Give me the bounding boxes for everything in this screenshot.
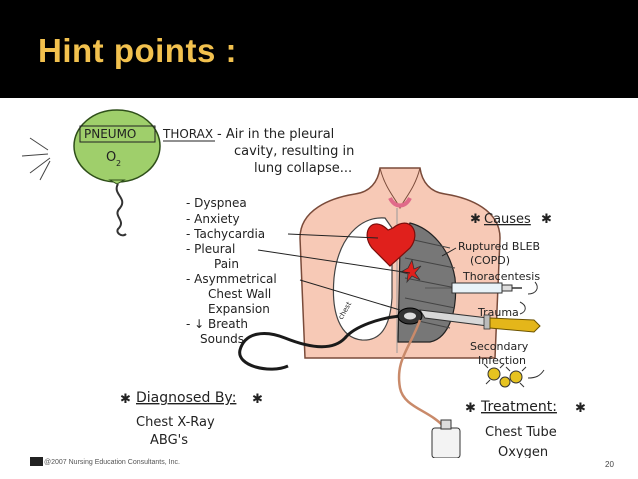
treatment-1: Chest Tube	[485, 425, 557, 440]
footer-copyright: @2007 Nursing Education Consultants, Inc…	[44, 459, 180, 466]
cause-6: Infection	[478, 354, 526, 367]
symptom-10: Sounds	[200, 332, 244, 346]
diagnosed-star-left: ✱	[120, 392, 131, 407]
symptom-6: - Asymmetrical	[186, 272, 277, 286]
publisher-logo	[30, 457, 43, 466]
causes-star-right: ✱	[541, 212, 552, 227]
cause-5: Secondary	[470, 340, 529, 353]
diagnosed-star-right: ✱	[252, 392, 263, 407]
treatment-star-right: ✱	[575, 401, 586, 416]
definition-line-3: lung collapse...	[254, 161, 352, 176]
bacteria-icon	[483, 363, 545, 388]
pneumothorax-diagram: PNEUMO O 2 THORAX - Air in the pleural c…	[21, 109, 586, 458]
cause-3: Thoracentesis	[462, 270, 540, 283]
balloon-word: PNEUMO	[84, 127, 136, 141]
title-bar: Hint points :	[0, 0, 638, 98]
diagnosed-2: ABG's	[150, 433, 188, 448]
balloon-gas-sub: 2	[116, 159, 121, 168]
symptom-2: - Anxiety	[186, 212, 240, 226]
symptom-1: - Dyspnea	[186, 196, 247, 210]
cause-2: (COPD)	[470, 254, 510, 267]
heart-icon	[366, 222, 416, 267]
treatment-star-left: ✱	[465, 401, 476, 416]
diagnosed-1: Chest X-Ray	[136, 415, 215, 430]
causes-star-left: ✱	[470, 212, 481, 227]
definition-line-1: - Air in the pleural	[217, 127, 334, 142]
knife-icon	[419, 301, 541, 333]
stethoscope-icon	[238, 307, 423, 371]
page-number: 20	[605, 460, 614, 469]
treatment-2: Oxygen	[498, 445, 548, 458]
symptom-3: - Tachycardia	[186, 227, 265, 241]
diagnosed-heading: Diagnosed By:	[136, 390, 236, 406]
syringe-icon	[425, 281, 538, 295]
thorax-word: THORAX	[162, 127, 213, 141]
treatment-heading: Treatment:	[480, 399, 557, 415]
definition-line-2: cavity, resulting in	[234, 144, 354, 159]
causes-heading: Causes	[484, 212, 531, 227]
rupture-icon	[399, 258, 422, 284]
balloon-gas: O	[106, 150, 116, 165]
symptom-8: Expansion	[208, 302, 270, 316]
symptom-4: - Pleural	[186, 242, 235, 256]
symptom-9: - ↓ Breath	[186, 317, 248, 331]
chest-tube-icon	[397, 319, 461, 458]
cause-1: Ruptured BLEB	[458, 240, 540, 253]
slide-title: Hint points :	[38, 32, 237, 69]
balloon-icon	[21, 109, 161, 237]
symptom-7: Chest Wall	[208, 287, 271, 301]
symptom-5: Pain	[214, 257, 239, 271]
